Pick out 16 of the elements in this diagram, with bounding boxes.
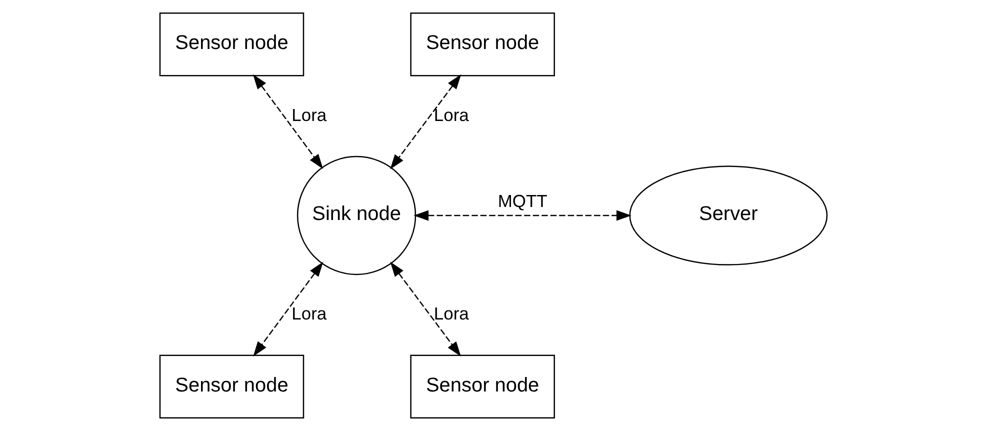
edge-label: Lora	[433, 303, 468, 324]
arrow	[390, 262, 460, 356]
node-box: Sensor node	[410, 354, 554, 418]
edge-label: Lora	[433, 104, 468, 125]
node-box: Sensor node	[410, 12, 554, 76]
node-ellipse: Server	[628, 166, 828, 266]
arrow	[390, 74, 461, 170]
arrow	[252, 74, 323, 170]
node-box: Sensor node	[158, 12, 304, 76]
arrow	[252, 262, 323, 356]
edge-label: Lora	[291, 303, 326, 324]
edge-label: MQTT	[497, 191, 547, 212]
edge-label: Lora	[291, 104, 326, 125]
node-circle: Sink node	[296, 156, 416, 276]
arrow	[413, 210, 631, 221]
node-box: Sensor node	[158, 354, 304, 418]
